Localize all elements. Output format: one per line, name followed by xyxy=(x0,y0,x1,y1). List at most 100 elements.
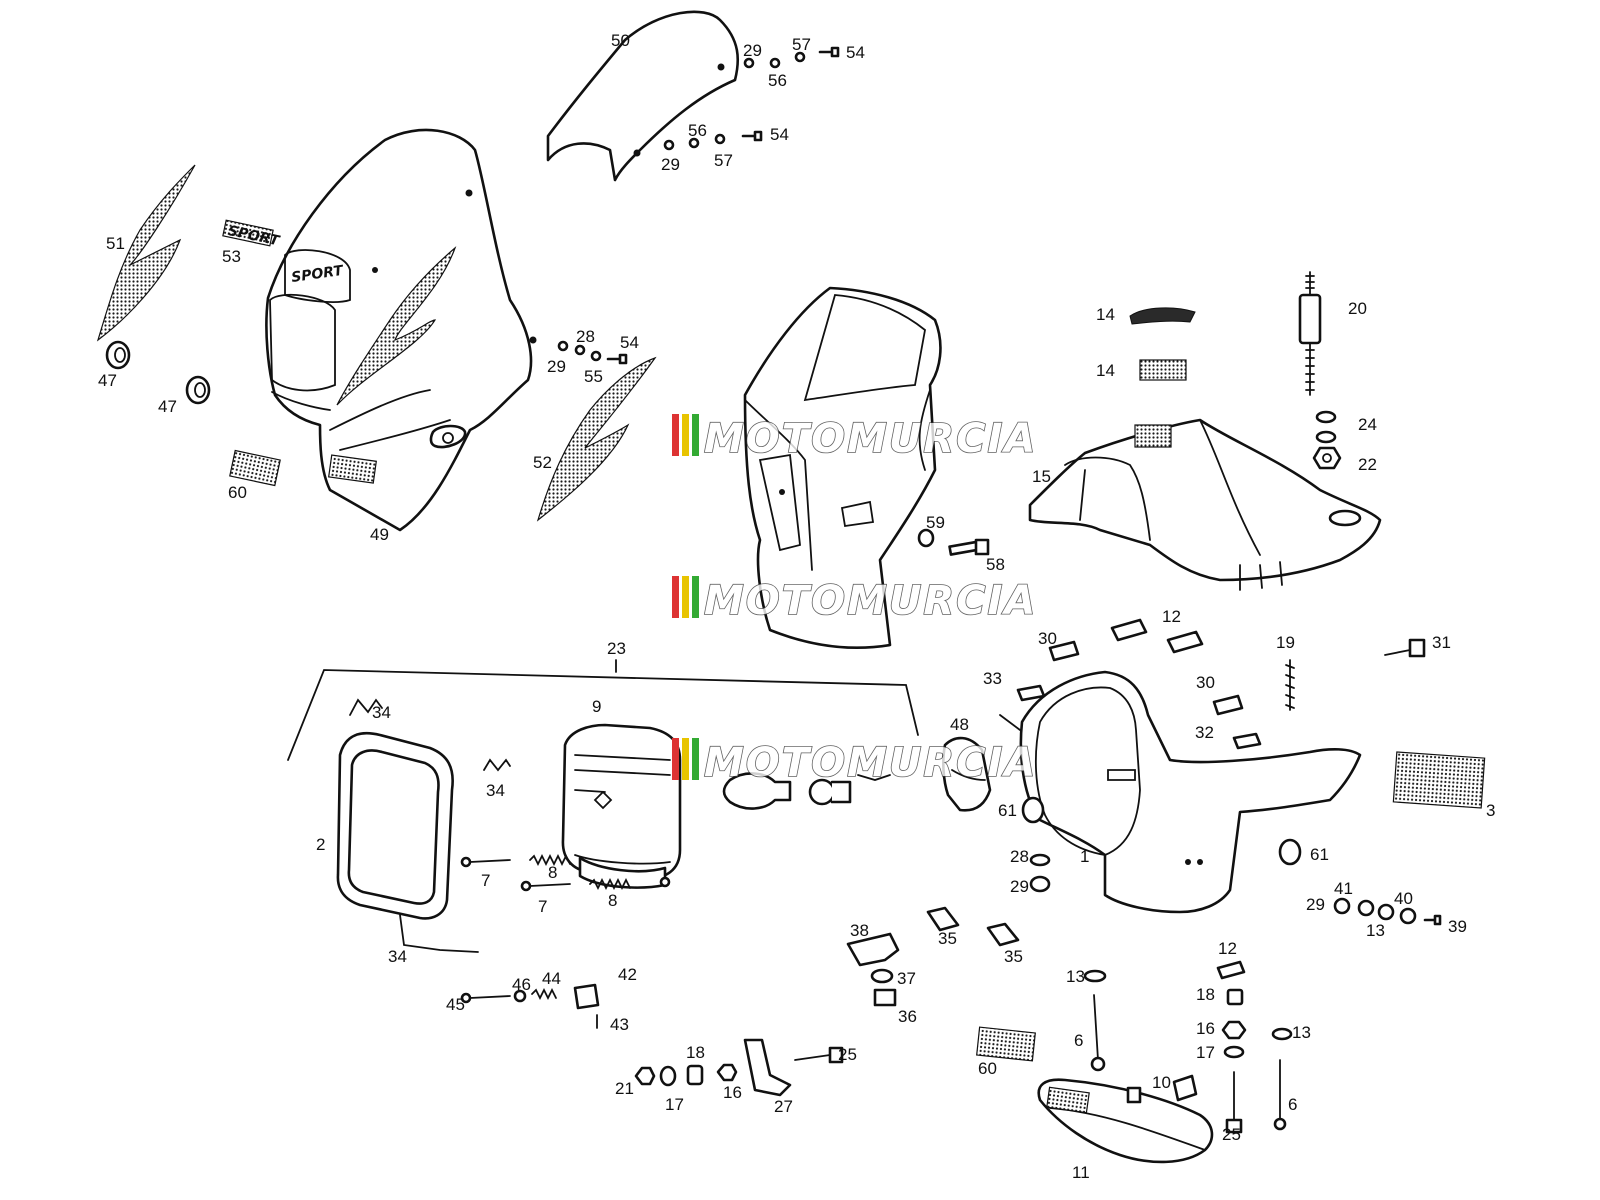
callout-34: 34 xyxy=(486,781,505,800)
callout-8: 8 xyxy=(548,863,557,882)
grille-3 xyxy=(1392,751,1486,809)
callout-54: 54 xyxy=(770,125,789,144)
emblem-14a xyxy=(1129,307,1196,325)
washers-24-nut-22 xyxy=(1312,410,1342,470)
callout-7: 7 xyxy=(481,871,490,890)
watermark-text-1: MOTOMURCIA xyxy=(704,416,1037,462)
callout-34: 34 xyxy=(388,947,407,966)
grommet-47b xyxy=(185,375,211,405)
callout-2: 2 xyxy=(316,835,325,854)
bolt-31 xyxy=(1384,638,1426,658)
callout-13: 13 xyxy=(1066,967,1085,986)
callout-59: 59 xyxy=(926,513,945,532)
callout-20: 20 xyxy=(1348,299,1367,318)
callout-29: 29 xyxy=(1306,895,1325,914)
washer-59-bolt-58 xyxy=(917,528,990,556)
callout-39: 39 xyxy=(1448,917,1467,936)
callout-56: 56 xyxy=(688,121,707,140)
callout-35: 35 xyxy=(938,929,957,948)
callout-50: 50 xyxy=(611,31,630,50)
callout-14: 14 xyxy=(1096,361,1115,380)
callout-29: 29 xyxy=(547,357,566,376)
callout-12: 12 xyxy=(1162,607,1181,626)
watermark-text-3: MOTOMURCIA xyxy=(704,740,1037,786)
bulb-and-socket xyxy=(722,772,891,810)
front-body-1 xyxy=(999,670,1362,914)
callout-40: 40 xyxy=(1394,889,1413,908)
callout-47: 47 xyxy=(158,397,177,416)
callout-44: 44 xyxy=(542,969,561,988)
callout-35: 35 xyxy=(1004,947,1023,966)
rear-cowl-13 xyxy=(743,286,942,650)
callout-30: 30 xyxy=(1196,673,1215,692)
callout-43: 43 xyxy=(610,1015,629,1034)
callout-7: 7 xyxy=(538,897,547,916)
side-decal-52 xyxy=(536,356,657,522)
callout-56: 56 xyxy=(768,71,787,90)
callout-34: 34 xyxy=(372,703,391,722)
callout-25: 25 xyxy=(838,1045,857,1064)
callout-1: 1 xyxy=(1080,847,1089,866)
callout-10: 10 xyxy=(1152,1073,1171,1092)
callout-53: 53 xyxy=(222,247,241,266)
callout-60: 60 xyxy=(978,1059,997,1078)
side-decal-51 xyxy=(96,164,196,342)
callout-18: 18 xyxy=(1196,985,1215,1004)
chain-19 xyxy=(1285,659,1295,711)
lower-cover-11 xyxy=(1037,1078,1214,1164)
callout-14: 14 xyxy=(1096,305,1115,324)
callout-33: 33 xyxy=(983,669,1002,688)
sport-emblem-53: SPORT xyxy=(222,219,282,250)
reflector-60b xyxy=(976,1026,1036,1062)
tail-piece-15 xyxy=(1028,418,1382,591)
callout-48: 48 xyxy=(950,715,969,734)
callout-18: 18 xyxy=(686,1043,705,1062)
callout-58: 58 xyxy=(986,555,1005,574)
callout-29: 29 xyxy=(743,41,762,60)
callout-52: 52 xyxy=(533,453,552,472)
callout-30: 30 xyxy=(1038,629,1057,648)
grommets-61 xyxy=(1021,796,1302,866)
callout-labels: 50 29 57 54 56 56 54 29 57 51 53 28 54 2… xyxy=(98,31,1495,1182)
callout-31: 31 xyxy=(1432,633,1451,652)
lower-hardware xyxy=(460,853,1442,1134)
callout-38: 38 xyxy=(850,921,869,940)
callout-17: 17 xyxy=(665,1095,684,1114)
callout-57: 57 xyxy=(792,35,811,54)
callout-45: 45 xyxy=(446,995,465,1014)
callout-11: 11 xyxy=(1072,1163,1090,1182)
callout-42: 42 xyxy=(618,965,637,984)
watermark-text-2: MOTOMURCIA xyxy=(704,578,1037,624)
screws-7-springs-8 xyxy=(460,853,631,892)
callout-60: 60 xyxy=(228,483,247,502)
grommet-47a xyxy=(105,340,131,370)
headlight-9 xyxy=(561,723,682,889)
callout-54: 54 xyxy=(846,43,865,62)
callout-57: 57 xyxy=(714,151,733,170)
callout-17: 17 xyxy=(1196,1043,1215,1062)
sport-fairing-decal: SPORT xyxy=(290,263,345,286)
callout-32: 32 xyxy=(1195,723,1214,742)
assembly-bracket-23 xyxy=(287,659,919,761)
callout-47: 47 xyxy=(98,371,117,390)
callout-22: 22 xyxy=(1358,455,1377,474)
callout-9: 9 xyxy=(592,697,601,716)
callout-23: 23 xyxy=(607,639,626,658)
clips-12-30-32-33 xyxy=(1016,618,1262,980)
callout-19: 19 xyxy=(1276,633,1295,652)
callout-16: 16 xyxy=(723,1083,742,1102)
callout-13: 13 xyxy=(1366,921,1385,940)
front-fairing-49: SPORT xyxy=(265,128,537,532)
callout-28: 28 xyxy=(1010,847,1029,866)
callout-61: 61 xyxy=(1310,845,1329,864)
emblem-14b xyxy=(1139,359,1187,381)
windscreen-50 xyxy=(546,10,740,182)
callout-25: 25 xyxy=(1222,1125,1241,1144)
callout-6: 6 xyxy=(1074,1031,1083,1050)
callout-15: 15 xyxy=(1032,467,1051,486)
callout-8: 8 xyxy=(608,891,617,910)
callout-46: 46 xyxy=(512,975,531,994)
callout-29: 29 xyxy=(1010,877,1029,896)
callout-55: 55 xyxy=(584,367,603,386)
